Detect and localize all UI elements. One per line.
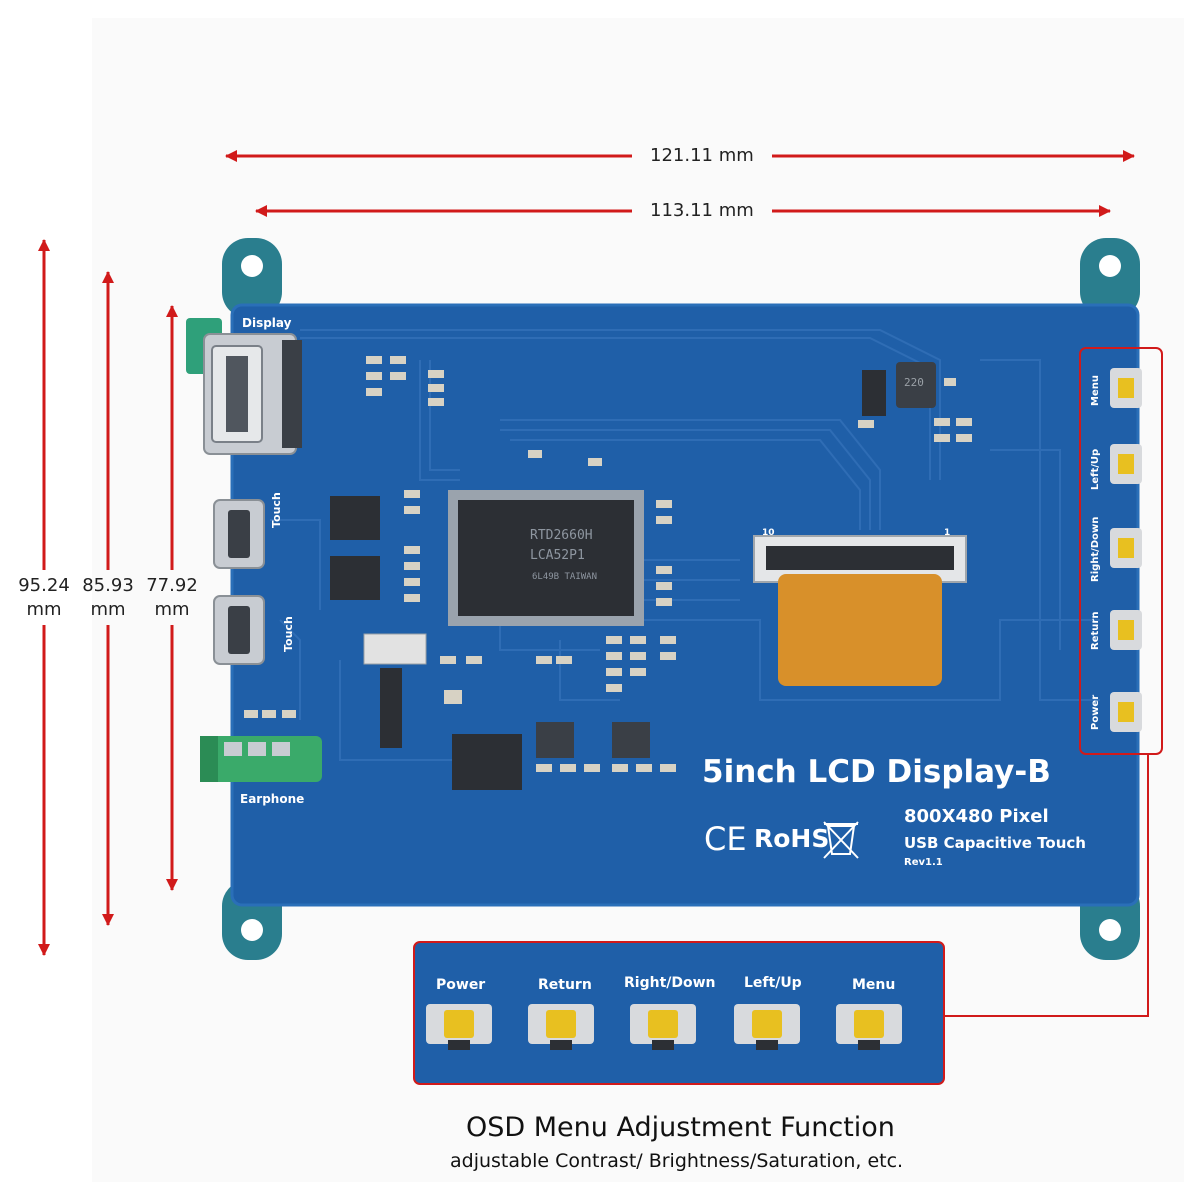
- side-label-menu: Menu: [1090, 375, 1101, 406]
- height-outer-label: 95.24 mm: [9, 574, 79, 622]
- side-label-left-up: Left/Up: [1090, 448, 1101, 490]
- product-name: 5inch LCD Display-B: [702, 754, 1051, 790]
- osd-label-right-down: Right/Down: [624, 975, 716, 991]
- osd-label-left-up: Left/Up: [744, 975, 802, 991]
- touch-type-label: USB Capacitive Touch: [904, 834, 1086, 852]
- height-mid-unit: mm: [90, 599, 126, 620]
- callout-line: [944, 754, 1149, 1017]
- label-touch-2: Touch: [282, 616, 295, 652]
- weee-bin-icon: [823, 821, 859, 859]
- height-inner-value: 77.92: [146, 575, 198, 596]
- mount-tabs: [222, 238, 1140, 960]
- side-label-return: Return: [1090, 611, 1101, 650]
- fpc-pin-right: 1: [944, 528, 951, 538]
- osd-label-power: Power: [436, 977, 486, 993]
- osd-label-return: Return: [538, 977, 592, 993]
- side-label-power: Power: [1090, 694, 1101, 730]
- rohs-mark: RoHS: [754, 824, 830, 853]
- chip-label-line1: RTD2660H: [530, 528, 593, 543]
- caption-subtitle: adjustable Contrast/ Brightness/Saturati…: [450, 1150, 904, 1172]
- height-inner-label: 77.92 mm: [137, 574, 207, 622]
- hdmi-port: [186, 318, 302, 455]
- passive-components: [244, 356, 972, 772]
- resolution-label: 800X480 Pixel: [904, 806, 1049, 827]
- width-outer-label: 121.11 mm: [650, 145, 754, 166]
- height-mid-label: 85.93 mm: [73, 574, 143, 622]
- micro-usb-port-1: [213, 499, 265, 569]
- main-chip: [448, 490, 644, 626]
- inductor-label: 220: [904, 376, 924, 389]
- audio-jack: [200, 736, 322, 782]
- small-ics: [330, 362, 936, 790]
- height-outer-unit: mm: [26, 599, 62, 620]
- micro-usb-port-2: [213, 595, 265, 665]
- fpc-pin-left: 10: [762, 528, 775, 538]
- side-buttons: [1110, 368, 1142, 732]
- side-label-right-down: Right/Down: [1090, 516, 1101, 582]
- side-buttons-highlight: [1079, 347, 1163, 755]
- osd-buttons: [426, 1004, 902, 1050]
- height-inner-unit: mm: [154, 599, 190, 620]
- osd-label-menu: Menu: [852, 977, 896, 993]
- label-touch-1: Touch: [270, 492, 283, 528]
- height-outer-value: 95.24: [18, 575, 70, 596]
- width-inner-label: 113.11 mm: [650, 200, 754, 221]
- ce-mark: CE: [704, 820, 747, 858]
- lcd-fpc-connector: [753, 535, 967, 686]
- chip-label-line2: LCA52P1: [530, 548, 585, 563]
- touch-fpc-connector: [363, 633, 427, 748]
- label-display: Display: [242, 316, 292, 330]
- caption-title: OSD Menu Adjustment Function: [466, 1112, 895, 1143]
- chip-label-line3: 6L49B TAIWAN: [532, 572, 598, 582]
- label-earphone: Earphone: [240, 792, 305, 806]
- height-mid-value: 85.93: [82, 575, 134, 596]
- revision-label: Rev1.1: [904, 857, 943, 868]
